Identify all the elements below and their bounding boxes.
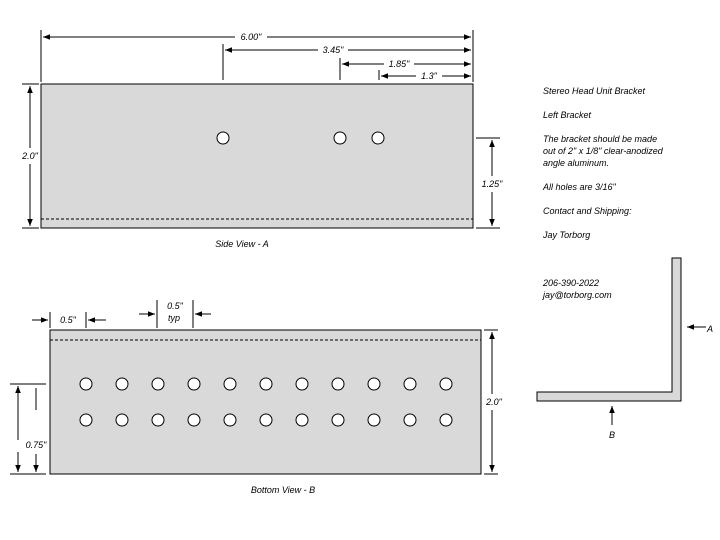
bottom-view-hole bbox=[151, 377, 165, 391]
bottom-view-hole bbox=[439, 377, 453, 391]
notes-contact-phone: 206-390-2022 bbox=[542, 278, 599, 288]
dim-overall-length: 6.00" bbox=[241, 32, 263, 42]
dim-hole2-from-right: 1.85" bbox=[389, 59, 411, 69]
notes-material-line2: out of 2" x 1/8" clear-anodized bbox=[543, 146, 664, 156]
bottom-view-hole bbox=[187, 413, 201, 427]
notes-material-line1: The bracket should be made bbox=[543, 134, 657, 144]
bottom-view-holes bbox=[79, 377, 453, 427]
bottom-view-hole bbox=[79, 413, 93, 427]
notes-contact-email: jay@torborg.com bbox=[542, 290, 612, 300]
bottom-view-hole bbox=[223, 377, 237, 391]
bottom-view-hole bbox=[115, 377, 129, 391]
bottom-view-hole bbox=[331, 413, 345, 427]
profile-view: A B bbox=[536, 257, 713, 440]
notes-contact-heading: Contact and Shipping: bbox=[543, 206, 632, 216]
dim-side-height: 2.0" bbox=[21, 151, 39, 161]
notes-contact-name: Jay Torborg bbox=[542, 230, 590, 240]
bottom-view-caption: Bottom View - B bbox=[251, 485, 315, 495]
side-view-caption: Side View - A bbox=[215, 239, 269, 249]
view-label-a: A bbox=[706, 324, 713, 334]
dim-hole1-from-right: 3.45" bbox=[323, 45, 345, 55]
bottom-view-hole bbox=[403, 413, 417, 427]
bottom-view-hole bbox=[259, 377, 273, 391]
bottom-view-hole bbox=[79, 377, 93, 391]
side-view-hole bbox=[216, 131, 230, 145]
view-label-b: B bbox=[609, 430, 615, 440]
notes-material-line3: angle aluminum. bbox=[543, 158, 609, 168]
side-view-plate bbox=[40, 83, 474, 229]
notes-holes: All holes are 3/16" bbox=[542, 182, 617, 192]
angle-profile bbox=[536, 257, 682, 402]
bottom-view-hole bbox=[115, 413, 129, 427]
dim-hole3-from-right: 1.3" bbox=[421, 71, 438, 81]
bottom-view-hole bbox=[295, 377, 309, 391]
side-view-holes bbox=[216, 131, 385, 145]
dim-bottom-height: 2.0" bbox=[485, 397, 503, 407]
dim-spacing-note: typ bbox=[168, 313, 180, 323]
bottom-view-hole bbox=[223, 413, 237, 427]
side-view: 6.00" 3.45" 1.85" 1.3" 2.0" 1.25" Side V… bbox=[21, 30, 503, 249]
notes-block: Stereo Head Unit Bracket Left Bracket Th… bbox=[542, 86, 664, 300]
bottom-view-hole bbox=[403, 377, 417, 391]
bottom-view-hole bbox=[367, 377, 381, 391]
bottom-view-hole bbox=[367, 413, 381, 427]
side-view-hole bbox=[333, 131, 347, 145]
bottom-view: 0.5" 0.5" typ 2.0" 0.75" Bottom View - B bbox=[10, 300, 503, 495]
notes-subtitle: Left Bracket bbox=[543, 110, 592, 120]
bottom-view-hole bbox=[151, 413, 165, 427]
dim-edge-offset: 0.5" bbox=[60, 315, 77, 325]
dim-spacing: 0.5" bbox=[167, 301, 184, 311]
dim-hole-height: 1.25" bbox=[482, 179, 504, 189]
bottom-view-hole bbox=[439, 413, 453, 427]
bottom-view-hole bbox=[331, 377, 345, 391]
bottom-view-hole bbox=[187, 377, 201, 391]
bottom-view-hole bbox=[295, 413, 309, 427]
bottom-view-plate bbox=[49, 329, 482, 475]
bottom-view-hole bbox=[259, 413, 273, 427]
dim-row-offset: 0.75" bbox=[26, 440, 48, 450]
notes-title: Stereo Head Unit Bracket bbox=[543, 86, 646, 96]
side-view-hole bbox=[371, 131, 385, 145]
